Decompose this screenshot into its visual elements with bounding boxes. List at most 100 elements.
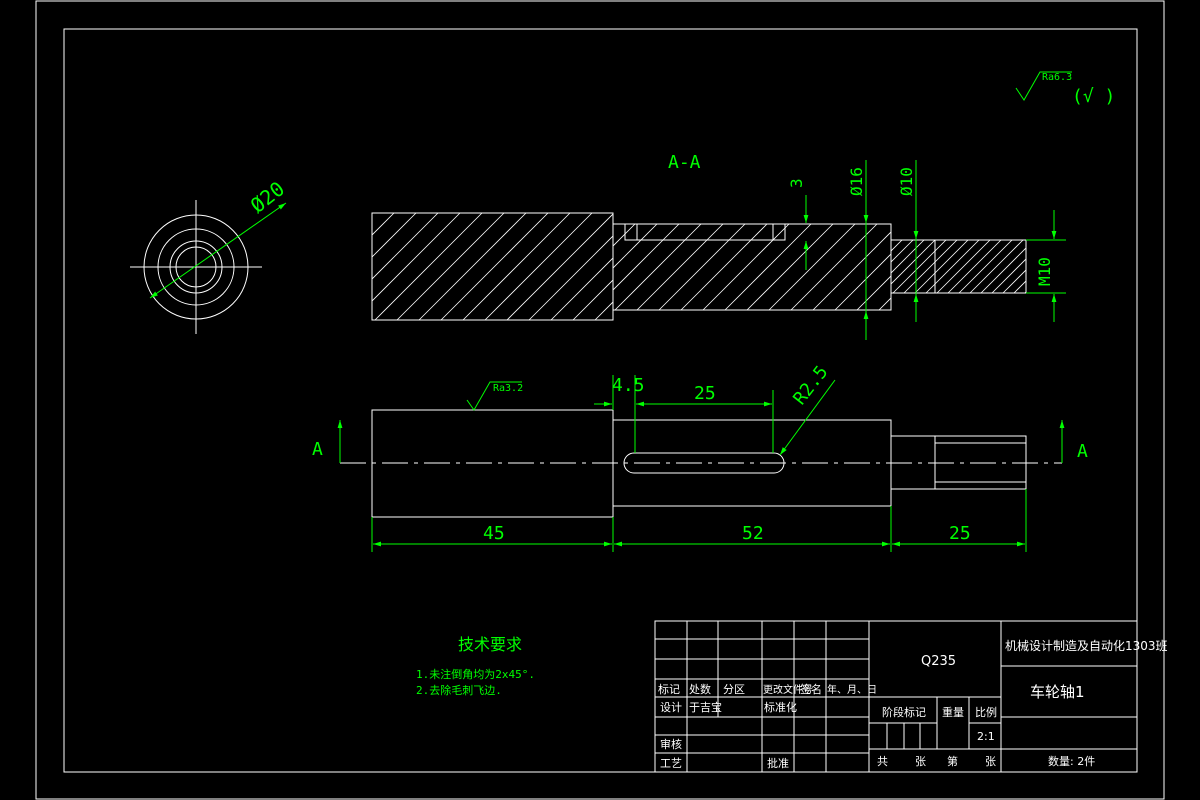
tech-req-item-1: 1.未注倒角均为2x45°. [416, 667, 535, 681]
hatch-line [991, 258, 1026, 293]
section-mark-right: A [1077, 441, 1088, 462]
tb-header-zone: 分区 [723, 683, 745, 696]
inner-frame [63, 28, 1138, 773]
hatch-line [891, 240, 903, 252]
hatch-line [914, 240, 969, 293]
dim-dia-10: Ø10 [897, 167, 916, 196]
tech-requirements: 技术要求 1.未注倒角均为2x45°. 2.去除毛刺飞边. [416, 635, 535, 697]
tb-sheets-unit: 张 [915, 755, 926, 768]
hatch-line [613, 224, 614, 310]
hatch-line [528, 235, 613, 320]
tb-header-sign: 签名 [800, 682, 822, 696]
hatch-line [891, 240, 925, 274]
hatch-line [724, 224, 812, 310]
dim-keyway-depth: 3 [787, 178, 806, 188]
hatch-line [374, 213, 483, 320]
hatch-line [440, 213, 549, 320]
hatch-line [958, 240, 1013, 293]
front-view: A A Ra3.2 4.5 25 R2.5 45 52 25 [312, 362, 1088, 552]
hatch-line [372, 213, 461, 302]
hatch-line [636, 224, 724, 310]
dim-length-52: 52 [742, 523, 764, 544]
tb-review-label: 审核 [660, 737, 682, 751]
hatch-line [891, 240, 914, 263]
tb-quantity: 数量: 2件 [1048, 755, 1095, 768]
title-block: 标记 处数 分区 更改文件号 签名 年、月、日 设计 于吉宝 标准化 审核 工艺… [654, 620, 1168, 773]
dim-thread-m10: M10 [1035, 257, 1054, 286]
tb-school: 机械设计制造及自动化1303班 [1005, 638, 1168, 653]
dim-length-25: 25 [949, 523, 971, 544]
hatch-line [396, 213, 505, 320]
dim-keyway-offset: 4.5 [612, 375, 645, 396]
hatch-line [980, 247, 1026, 293]
hatch-line [856, 224, 891, 310]
hatch-line [372, 213, 417, 258]
hatch-line [947, 240, 1002, 293]
dim-length-45: 45 [483, 523, 505, 544]
hatch-line [936, 240, 991, 293]
section-mark-left: A [312, 439, 323, 460]
hatch-line [613, 224, 658, 310]
tb-stage-label: 阶段标记 [882, 705, 926, 719]
hatch-line [594, 301, 613, 320]
hatch-line [746, 224, 834, 310]
roughness-symbol-general: Ra6.3 (√ ) [1015, 71, 1115, 107]
dim-keyway-length: 25 [694, 383, 716, 404]
hatch-line [790, 224, 878, 310]
tb-sheets-total: 共 [877, 755, 888, 768]
outer-frame [35, 0, 1165, 800]
dim-diameter-20: Ø20 [246, 176, 289, 217]
roughness-general-symbol: (√ ) [1072, 86, 1115, 107]
hatch-line [768, 224, 856, 310]
tb-scale-label: 比例 [975, 705, 997, 719]
hatch-line [372, 213, 373, 214]
hatch-line [484, 213, 593, 320]
hatch-line [572, 279, 613, 320]
hatch-line [812, 224, 891, 310]
hatch-line [462, 213, 571, 320]
hatch-line [372, 213, 395, 236]
hatch-line [1002, 269, 1026, 293]
hatch-line [1013, 280, 1026, 293]
tb-header-date: 年、月、日 [827, 683, 877, 696]
hatch-line [614, 224, 702, 310]
section-view: 3 Ø16 Ø10 M10 [371, 160, 1066, 340]
hatch-line [372, 213, 439, 280]
hatch-line [891, 240, 892, 241]
tb-scale: 2:1 [977, 730, 995, 743]
hatch-line [658, 224, 746, 310]
tb-weight-label: 重量 [942, 705, 964, 719]
dim-keyway-radius: R2.5 [789, 362, 832, 409]
hatch-line [969, 240, 1024, 293]
tb-sheet-no: 第 [947, 754, 958, 768]
hatch-line [702, 224, 790, 310]
hatch-line [613, 224, 636, 310]
hatch-line [680, 224, 768, 310]
tb-designer: 于吉宝 [689, 700, 722, 714]
hatch-line [550, 257, 613, 320]
tb-header-doc: 更改文件号 [763, 683, 813, 696]
hatch-line [506, 213, 613, 320]
tb-standardize-label: 标准化 [764, 700, 797, 714]
tb-process-label: 工艺 [660, 757, 682, 770]
hatch-line [613, 224, 680, 310]
roughness-general-label: Ra6.3 [1042, 72, 1072, 83]
tb-part-name: 车轮轴1 [1030, 683, 1085, 701]
hatch-line [892, 240, 947, 293]
end-view: Ø20 [130, 176, 289, 334]
dim-dia-16: Ø16 [847, 167, 866, 196]
tb-header-mark: 标记 [658, 682, 680, 696]
tb-design-label: 设计 [660, 701, 682, 714]
hatch-line [925, 240, 980, 293]
tb-header-count: 处数 [689, 683, 711, 696]
tech-req-item-2: 2.去除毛刺飞边. [416, 683, 502, 697]
section-title: A-A [668, 152, 701, 173]
tech-req-title: 技术要求 [458, 635, 522, 654]
roughness-surface-label: Ra3.2 [493, 383, 523, 394]
hatch-line [834, 224, 891, 310]
hatch-line [903, 240, 958, 293]
tb-material: Q235 [921, 654, 956, 669]
tb-approve-label: 批准 [767, 756, 789, 770]
hatch-line [891, 240, 936, 285]
